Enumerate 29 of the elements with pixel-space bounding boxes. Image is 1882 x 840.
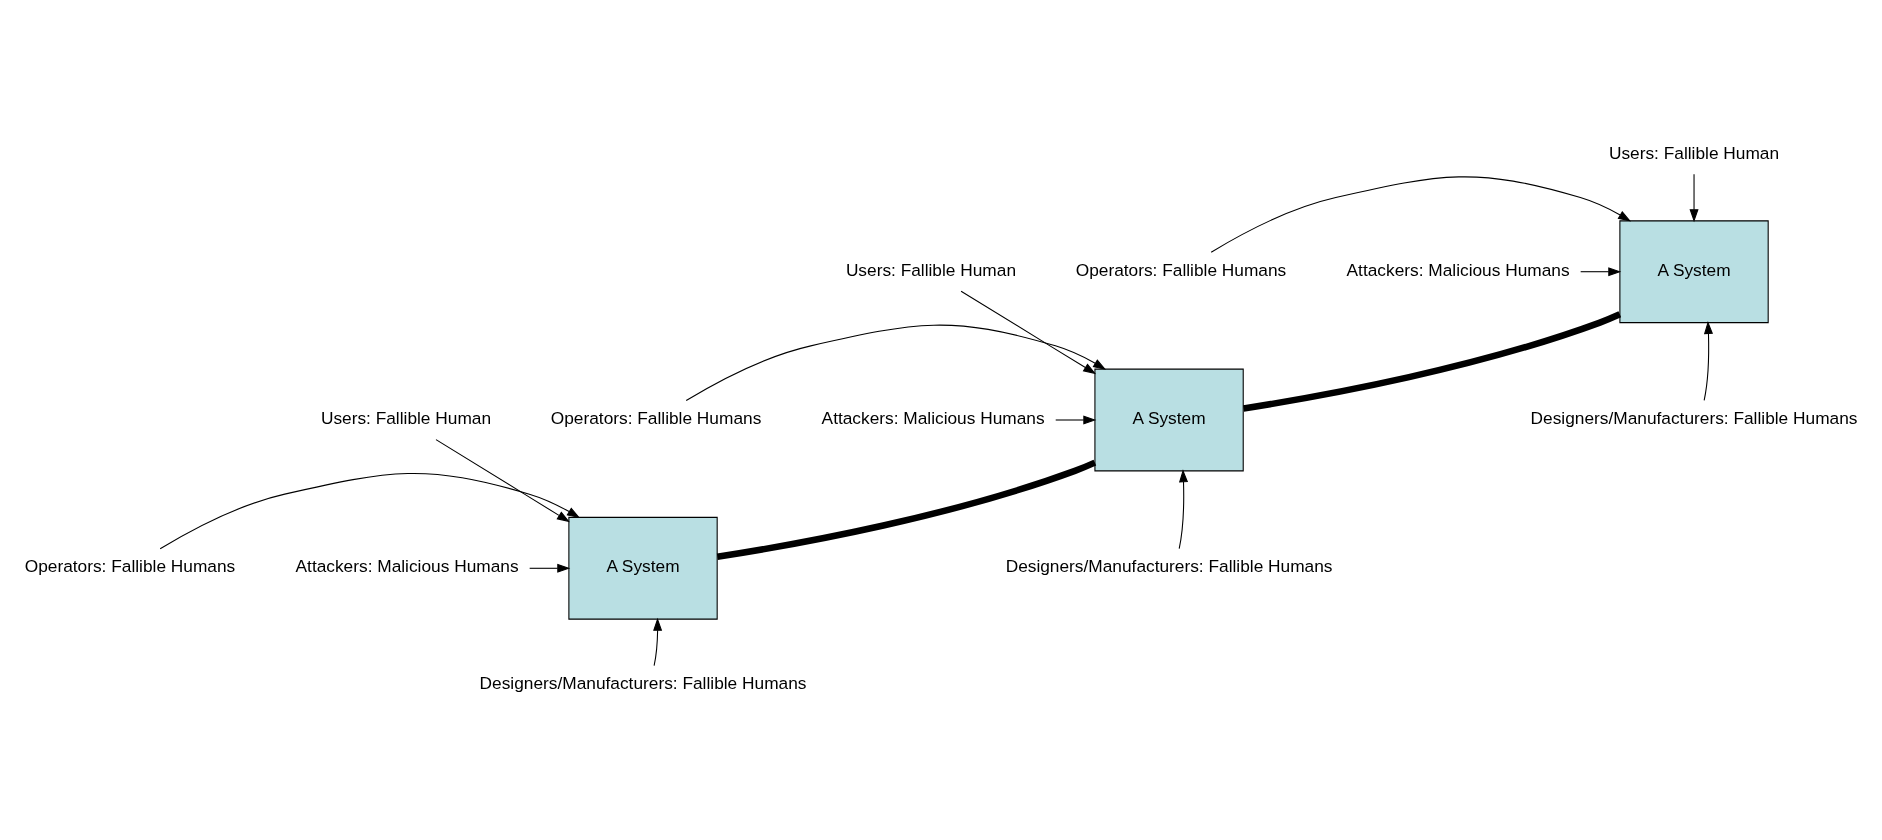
arrow [652, 617, 662, 667]
node-box: A System [1093, 368, 1244, 472]
node-box: A System [567, 516, 718, 620]
arrow [1210, 176, 1631, 253]
node-text: Designers/Manufacturers: Fallible Humans [1005, 556, 1332, 577]
arrow [1054, 415, 1096, 425]
node-text: Attackers: Malicious Humans [1346, 259, 1570, 280]
arrow [159, 472, 580, 550]
node-box: A System [1618, 220, 1769, 324]
node-text: Attackers: Malicious Humans [295, 556, 519, 577]
node-text: Users: Fallible Human [845, 259, 1016, 280]
arrow [1579, 267, 1621, 277]
node-text: Operators: Fallible Humans [1075, 259, 1286, 280]
arrow [1703, 321, 1713, 401]
arrow [1178, 469, 1188, 550]
node-text: Users: Fallible Human [320, 408, 491, 429]
arrow [528, 563, 570, 573]
connector [1242, 311, 1621, 412]
node-text: Users: Fallible Human [1608, 142, 1779, 163]
arrow [960, 290, 1096, 375]
node-text: Operators: Fallible Humans [24, 556, 235, 577]
arrow [434, 439, 570, 523]
arrow [685, 324, 1106, 402]
node-text: Attackers: Malicious Humans [821, 408, 1045, 429]
node-text: Designers/Manufacturers: Fallible Humans [479, 673, 806, 694]
node-text: Designers/Manufacturers: Fallible Humans [1530, 408, 1857, 429]
node-text: Operators: Fallible Humans [550, 408, 761, 429]
connector [716, 459, 1096, 560]
arrow [1689, 173, 1699, 223]
